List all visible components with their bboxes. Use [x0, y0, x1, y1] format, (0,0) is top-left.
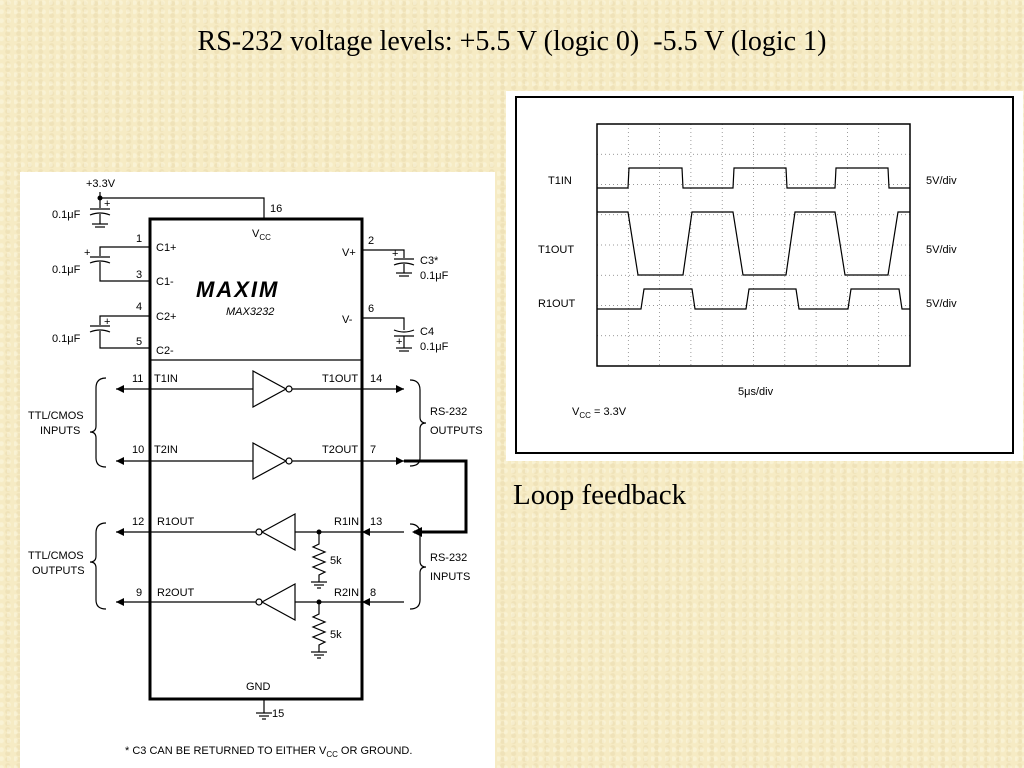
- scope-drawing: T1IN T1OUT R1OUT 5V/div 5V/div 5V/div 5μ…: [515, 96, 1014, 454]
- svg-text:8: 8: [370, 587, 376, 599]
- svg-text:V-: V-: [342, 314, 353, 326]
- svg-text:1: 1: [136, 233, 142, 245]
- maxim-logo: MAXIM: [196, 277, 279, 302]
- vcc-label: VCC: [252, 228, 271, 242]
- rs232-inputs-label: RS-232: [430, 552, 467, 564]
- scale-label-r1out: 5V/div: [926, 298, 957, 310]
- svg-text:V+: V+: [342, 247, 356, 259]
- scope-vcc-label: VCC = 3.3V: [572, 406, 627, 420]
- svg-text:12: 12: [132, 516, 144, 528]
- svg-text:R1IN: R1IN: [334, 516, 359, 528]
- chip-body: [148, 217, 364, 701]
- svg-text:6: 6: [368, 303, 374, 315]
- timebase-label: 5μs/div: [738, 386, 774, 398]
- rs232-outputs-label: RS-232: [430, 406, 467, 418]
- svg-text:10: 10: [132, 444, 144, 456]
- svg-text:0.1μF: 0.1μF: [52, 264, 81, 276]
- svg-text:11: 11: [132, 373, 143, 385]
- svg-text:+: +: [392, 248, 398, 260]
- receiver-r2: [260, 582, 296, 622]
- svg-text:+: +: [104, 316, 110, 328]
- scale-label-t1out: 5V/div: [926, 244, 957, 256]
- svg-text:9: 9: [136, 587, 142, 599]
- svg-text:INPUTS: INPUTS: [40, 425, 80, 437]
- svg-text:R2IN: R2IN: [334, 587, 359, 599]
- svg-text:R1OUT: R1OUT: [157, 516, 195, 528]
- trace-t1out: [597, 211, 910, 276]
- svg-text:C2-: C2-: [156, 345, 174, 357]
- svg-text:C4: C4: [420, 326, 434, 338]
- scope-panel: T1IN T1OUT R1OUT 5V/div 5V/div 5V/div 5μ…: [506, 91, 1023, 461]
- scope-screen: [596, 123, 911, 367]
- svg-text:4: 4: [136, 301, 142, 313]
- trace-t1in: [597, 167, 910, 189]
- driver-t2: [252, 441, 288, 481]
- trace-r1out: [597, 288, 910, 310]
- driver-t1: [252, 369, 288, 409]
- svg-text:C1+: C1+: [156, 242, 177, 254]
- svg-text:OUTPUTS: OUTPUTS: [32, 565, 85, 577]
- svg-text:5k: 5k: [330, 629, 342, 641]
- svg-text:3: 3: [136, 269, 142, 281]
- scale-label-t1in: 5V/div: [926, 175, 957, 187]
- svg-text:14: 14: [370, 373, 382, 385]
- svg-text:16: 16: [270, 203, 282, 215]
- trace-label-t1in: T1IN: [548, 175, 572, 187]
- ttl-outputs-label: TTL/CMOS: [28, 550, 84, 562]
- svg-text:OUTPUTS: OUTPUTS: [430, 425, 483, 437]
- svg-text:C1-: C1-: [156, 276, 174, 288]
- svg-text:13: 13: [370, 516, 382, 528]
- svg-text:INPUTS: INPUTS: [430, 571, 470, 583]
- footnote: * C3 CAN BE RETURNED TO EITHER VCC OR GR…: [125, 745, 412, 759]
- loop-feedback-caption: Loop feedback: [513, 479, 687, 511]
- svg-text:5: 5: [136, 336, 142, 348]
- svg-text:0.1μF: 0.1μF: [420, 341, 449, 353]
- svg-text:+: +: [84, 247, 90, 259]
- svg-text:0.1μF: 0.1μF: [52, 333, 81, 345]
- svg-text:0.1μF: 0.1μF: [420, 270, 449, 282]
- svg-text:T2IN: T2IN: [154, 444, 178, 456]
- svg-text:C2+: C2+: [156, 311, 177, 323]
- slide-title: RS-232 voltage levels: +5.5 V (logic 0) …: [197, 26, 827, 57]
- loop-feedback-wire: [404, 459, 468, 534]
- svg-text:7: 7: [370, 444, 376, 456]
- svg-text:0.1μF: 0.1μF: [52, 209, 81, 221]
- receiver-r1: [260, 512, 296, 552]
- svg-text:GND: GND: [246, 681, 271, 693]
- schematic-drawing: MAXIM MAX3232 +3.3V 16 VCC + 0.1μF 1 C1+…: [28, 178, 483, 759]
- ttl-inputs-label: TTL/CMOS: [28, 410, 84, 422]
- svg-text:15: 15: [272, 708, 284, 720]
- svg-text:T1IN: T1IN: [154, 373, 178, 385]
- supply-label: +3.3V: [86, 178, 116, 190]
- svg-text:+: +: [104, 198, 110, 210]
- svg-text:2: 2: [368, 235, 374, 247]
- chip-part-label: MAX3232: [226, 306, 274, 318]
- svg-text:T1OUT: T1OUT: [322, 373, 358, 385]
- svg-text:+: +: [396, 336, 402, 348]
- svg-text:5k: 5k: [330, 555, 342, 567]
- svg-text:C3*: C3*: [420, 255, 439, 267]
- svg-text:T2OUT: T2OUT: [322, 444, 358, 456]
- max3232-schematic: MAXIM MAX3232 +3.3V 16 VCC + 0.1μF 1 C1+…: [20, 172, 495, 768]
- svg-text:R2OUT: R2OUT: [157, 587, 195, 599]
- trace-label-r1out: R1OUT: [538, 298, 576, 310]
- trace-label-t1out: T1OUT: [538, 244, 574, 256]
